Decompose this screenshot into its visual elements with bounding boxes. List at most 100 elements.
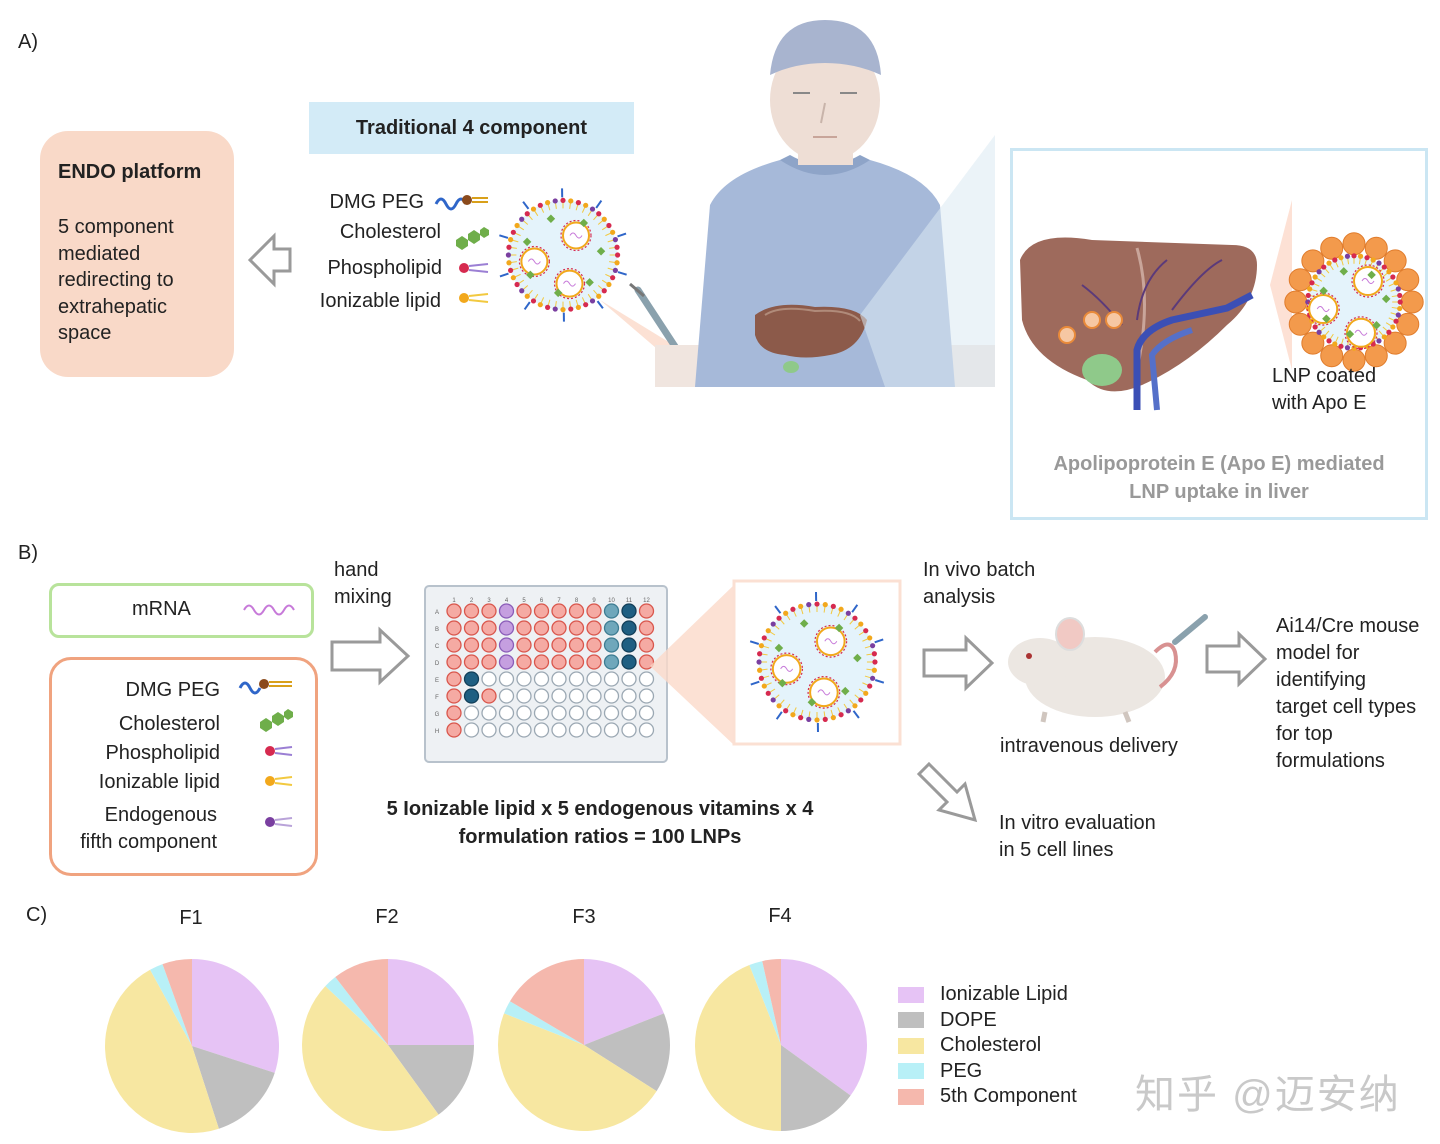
lipid-icons — [238, 679, 293, 827]
pie-title-f1: F1 — [179, 907, 203, 929]
pie-title-f4: F4 — [768, 905, 792, 927]
pie-slice-5th-component — [762, 959, 781, 1045]
lipid-cholesterol: Cholesterol — [118, 713, 220, 735]
legend-peg: PEG — [898, 1059, 1077, 1085]
pie-slice-5th-component — [509, 959, 584, 1045]
svg-text:A: A — [435, 610, 439, 616]
mrna-box: mRNA — [49, 583, 314, 638]
pie-slice-peg — [749, 961, 781, 1045]
person-figure — [655, 20, 995, 387]
peg-icon — [434, 197, 468, 211]
lipid-ionizable: Ionizable lipid — [98, 771, 220, 793]
pie-slice-ionizable-lipid — [584, 959, 664, 1045]
pie-slice-cholesterol — [498, 1013, 657, 1131]
pie-slice-5th-component — [335, 959, 388, 1045]
pie-chart-f3 — [498, 959, 670, 1131]
legend-swatch — [898, 1063, 924, 1080]
svg-text:F: F — [435, 695, 439, 701]
pie-chart-f1 — [105, 959, 279, 1133]
pie-title-f2: F2 — [375, 906, 399, 928]
legend-fifth: 5th Component — [898, 1084, 1077, 1110]
lnp-particle-five-component-icon — [749, 592, 885, 732]
pie-slice-5th-component — [162, 959, 192, 1046]
svg-text:12: 12 — [643, 598, 650, 604]
lipid-fifth-component: Endogenous fifth component — [80, 804, 217, 853]
pie-slice-cholesterol — [105, 969, 219, 1133]
svg-text:H: H — [435, 729, 439, 735]
traditional-title: Traditional 4 component — [309, 102, 634, 154]
hand-mixing-label: hand mixing — [334, 559, 392, 608]
endo-platform-box: ENDO platform 5 component mediated redir… — [40, 131, 234, 377]
liver-zoom-box — [1010, 148, 1428, 520]
svg-text:G: G — [435, 712, 440, 718]
component-ionizable-lipid: Ionizable lipid — [319, 290, 441, 312]
legend-dope: DOPE — [898, 1008, 1077, 1034]
liver-small — [755, 304, 867, 358]
pie-slice-peg — [504, 1001, 584, 1045]
legend-label: PEG — [940, 1059, 983, 1082]
legend-ionizable: Ionizable Lipid — [898, 982, 1077, 1008]
lipid-phospholipid: Phospholipid — [105, 742, 220, 764]
svg-text:6: 6 — [540, 598, 544, 604]
pie-slice-ionizable-lipid — [192, 959, 279, 1073]
component-icons — [434, 195, 489, 303]
phospholipid-icon — [459, 263, 469, 273]
svg-text:11: 11 — [626, 598, 633, 604]
pie-slice-dope — [192, 1046, 275, 1129]
legend-label: DOPE — [940, 1008, 997, 1031]
legend-cholesterol: Cholesterol — [898, 1033, 1077, 1059]
right-arrow-icon — [330, 626, 411, 686]
pie-title-f3: F3 — [572, 906, 596, 928]
intravenous-label: intravenous delivery — [1000, 735, 1178, 757]
right-arrow-icon-2 — [922, 634, 995, 692]
watermark: 知乎 @迈安纳 — [1135, 1073, 1401, 1117]
pie-slice-peg — [150, 964, 192, 1046]
svg-text:1: 1 — [452, 598, 456, 604]
pie-slice-dope — [781, 1045, 851, 1131]
legend-label: Cholesterol — [940, 1034, 1042, 1057]
lipid-dmg-peg: DMG PEG — [125, 679, 220, 701]
pie-slice-peg — [325, 977, 388, 1045]
legend-swatch — [898, 986, 924, 1003]
svg-text:7: 7 — [557, 598, 561, 604]
pie-slice-cholesterol — [695, 965, 781, 1131]
svg-text:8: 8 — [575, 598, 579, 604]
endo-title: ENDO platform — [58, 161, 202, 183]
svg-text:10: 10 — [608, 598, 615, 604]
ai14-label: Ai14/Cre mouse model for identifying tar… — [1276, 615, 1420, 772]
legend-swatch — [898, 1012, 924, 1029]
panel-b-label: B) — [18, 542, 38, 564]
apoe-coated-lnp-icon — [1284, 232, 1424, 372]
mrna-icon — [243, 604, 295, 616]
component-cholesterol: Cholesterol — [339, 221, 441, 243]
cap — [770, 20, 881, 75]
svg-text:B: B — [435, 627, 439, 633]
lnp-particle-icon — [499, 188, 627, 322]
panel-c-label: C) — [26, 904, 48, 926]
pie-legend: Ionizable Lipid DOPE Cholesterol PEG 5th… — [898, 982, 1077, 1110]
lipid-components-box — [49, 657, 318, 876]
panel-a-label: A) — [18, 31, 38, 53]
svg-text:9: 9 — [592, 598, 596, 604]
right-arrow-icon-3 — [1205, 630, 1268, 688]
pie-slice-dope — [584, 1013, 670, 1092]
mrna-label: mRNA — [132, 598, 191, 620]
in-vitro-label: In vitro evaluation in 5 cell lines — [999, 812, 1156, 861]
lnp-coated-label: LNP coated with Apo E — [1272, 365, 1377, 414]
lnp-in-liver — [1058, 311, 1123, 344]
svg-text:4: 4 — [505, 598, 509, 604]
apo-caption: Apolipoprotein E (Apo E) mediated LNP up… — [1053, 453, 1385, 503]
pie-slice-dope — [388, 1045, 474, 1115]
svg-text:3: 3 — [487, 598, 491, 604]
liver-detail-illustration — [1020, 200, 1292, 411]
head — [770, 38, 880, 162]
component-dmg-peg: DMG PEG — [329, 191, 424, 213]
endo-description: 5 component mediated redirecting to extr… — [58, 216, 174, 344]
legend-swatch — [898, 1088, 924, 1105]
in-vivo-label: In vivo batch analysis — [923, 559, 1036, 608]
svg-text:D: D — [435, 661, 440, 667]
ionizable-icon — [459, 293, 469, 303]
pie-slice-ionizable-lipid — [388, 959, 474, 1045]
svg-text:2: 2 — [470, 598, 474, 604]
